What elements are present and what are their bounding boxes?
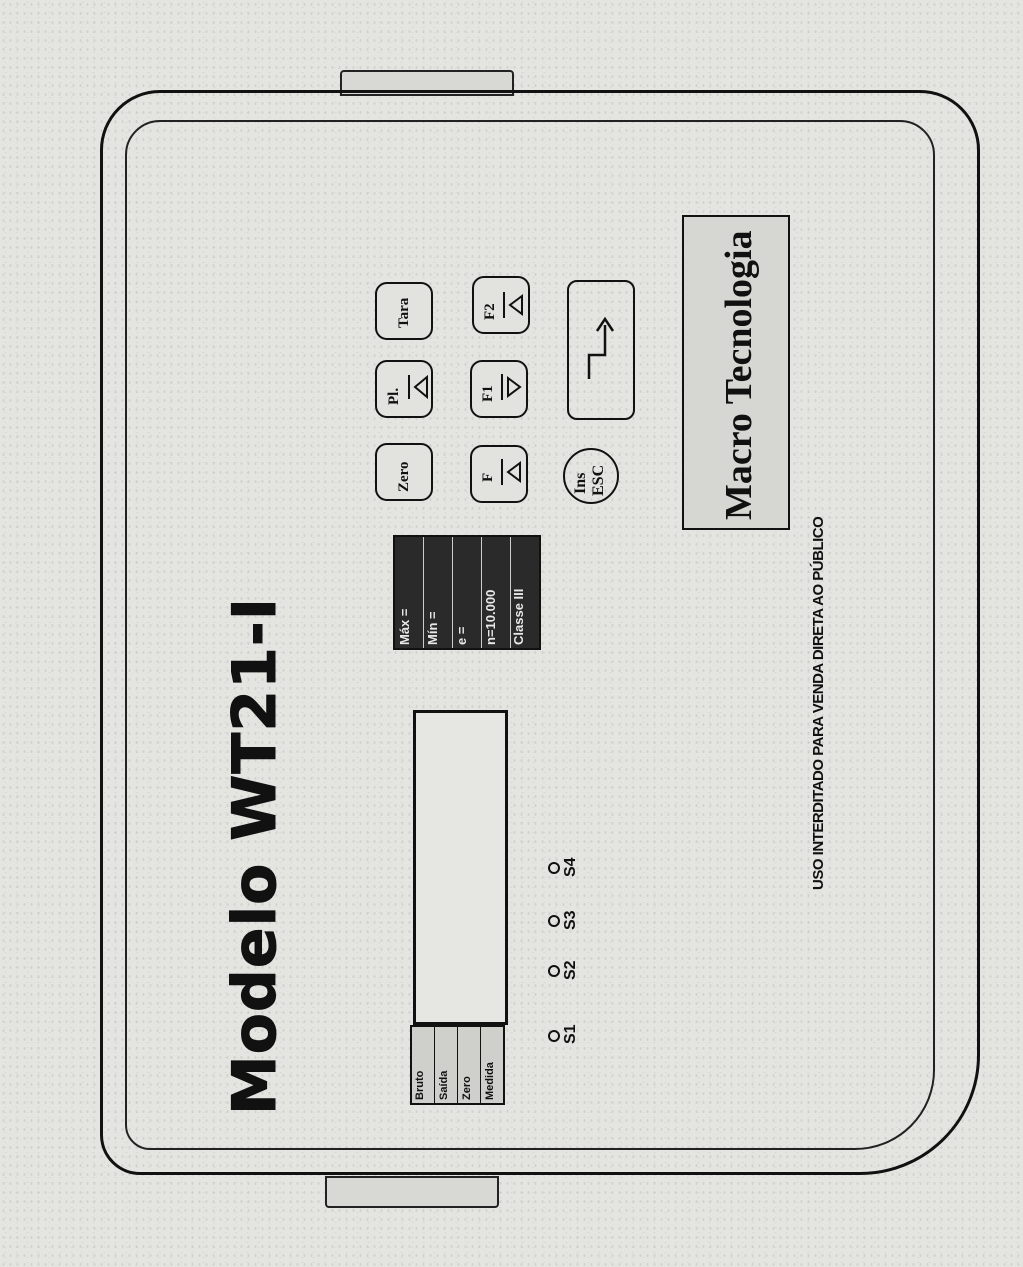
metrology-spec-plate	[393, 535, 541, 650]
f-button-label: F	[480, 472, 496, 482]
spec-n: n=10.000	[483, 589, 498, 645]
f-left-button[interactable]	[470, 445, 528, 503]
spec-max: Máx =	[397, 608, 412, 646]
sale-restriction-notice: USO INTERDITADO PARA VENDA DIRETA AO PÚB…	[810, 516, 827, 890]
brand-label-box	[682, 215, 790, 530]
enter-button[interactable]	[567, 280, 635, 420]
model-title: Modelo WT21-I	[220, 596, 291, 1115]
status-label-zero: Zero	[461, 1076, 473, 1100]
enter-arrow-icon	[587, 316, 615, 379]
led-s3	[548, 915, 560, 927]
led-label-s2: S2	[562, 960, 579, 980]
spec-row	[424, 537, 453, 648]
ins-button-label: Ins	[572, 472, 589, 494]
arrow-up-icon	[408, 374, 428, 400]
bottom-mounting-tab	[325, 1176, 499, 1208]
zero-button-label: Zero	[396, 461, 412, 492]
ins-esc-button[interactable]	[563, 448, 619, 504]
status-label-saida: Saída	[438, 1070, 450, 1100]
led-s2	[548, 965, 560, 977]
zero-button[interactable]	[375, 443, 433, 501]
spec-row	[482, 537, 511, 648]
led-label-s1: S1	[562, 1024, 579, 1044]
brand-name: Macro Tecnologia	[718, 230, 760, 520]
status-label-medida: Medida	[484, 1062, 496, 1100]
spec-row	[453, 537, 482, 648]
tara-button-label: Tara	[396, 297, 412, 328]
led-s1	[548, 1030, 560, 1042]
status-cell-zero	[458, 1027, 481, 1103]
esc-button-label: ESC	[590, 464, 607, 496]
status-cell-medida	[481, 1027, 503, 1103]
pl-button-label: Pl.	[386, 387, 402, 405]
device-case	[100, 90, 980, 1175]
led-s4	[548, 862, 560, 874]
spec-row	[395, 537, 424, 648]
spec-classe: Classe III	[511, 588, 526, 645]
tara-button[interactable]	[375, 282, 433, 340]
arrow-left-icon	[501, 459, 521, 485]
led-label-s3: S3	[562, 910, 579, 930]
status-indicator-strip	[410, 1025, 505, 1105]
spec-min: Mín =	[425, 611, 440, 645]
spec-e: e =	[454, 626, 469, 645]
arrow-down-icon	[501, 374, 522, 400]
arrow-right-icon	[503, 292, 523, 318]
status-label-bruto: Bruto	[414, 1070, 426, 1100]
status-cell-saida	[435, 1027, 458, 1103]
lcd-display	[413, 710, 508, 1025]
f1-button-label: F1	[480, 385, 496, 402]
status-cell-bruto	[412, 1027, 435, 1103]
f2-button-label: F2	[482, 303, 498, 320]
pl-up-button[interactable]	[375, 360, 433, 418]
front-panel	[125, 120, 935, 1150]
led-label-s4: S4	[562, 857, 579, 877]
f2-right-button[interactable]	[472, 276, 530, 334]
